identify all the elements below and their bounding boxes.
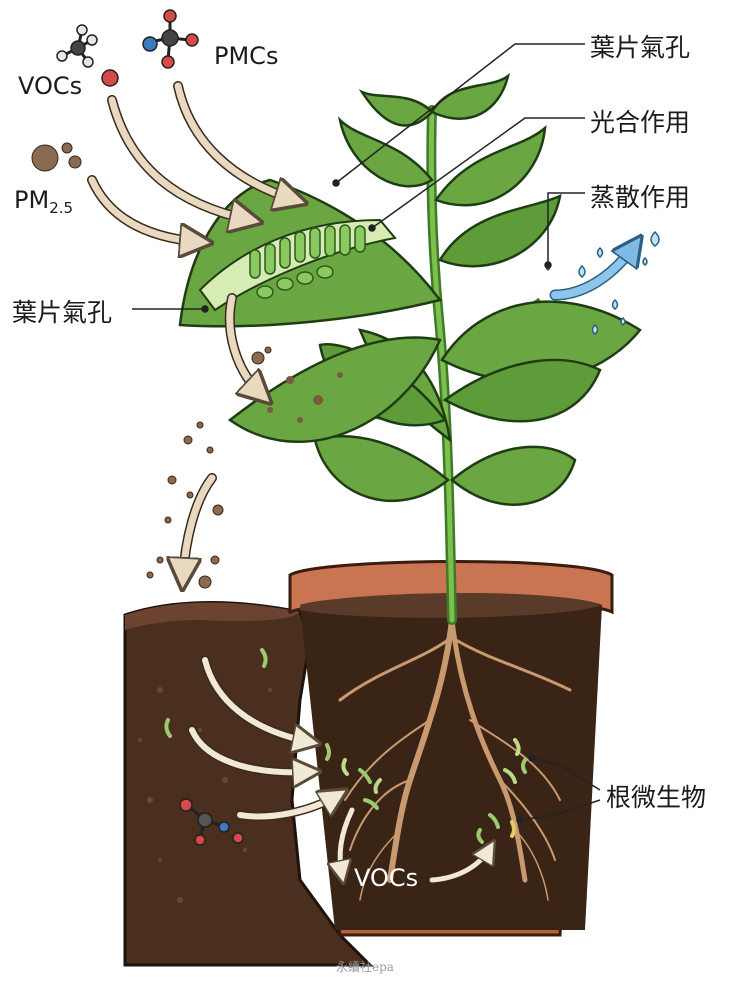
label-pm25: PM2.5 — [14, 186, 73, 214]
label-stomata-left: 葉片氣孔 — [12, 293, 112, 329]
pmc-molecule-icon — [143, 10, 198, 68]
label-vocs-air: VOCs — [18, 72, 82, 100]
label-vocs-soil: VOCs — [354, 864, 418, 892]
label-root-microbes: 根微生物 — [606, 778, 706, 814]
label-transpiration: 蒸散作用 — [590, 178, 690, 214]
label-stomata-right: 葉片氣孔 — [590, 28, 690, 64]
label-pm-sub: 2.5 — [49, 199, 73, 217]
label-pmcs: PMCs — [214, 42, 278, 70]
watermark: 永續社epa — [0, 958, 730, 975]
label-pm-main: PM — [14, 186, 49, 214]
label-photosynthesis: 光合作用 — [590, 103, 690, 139]
